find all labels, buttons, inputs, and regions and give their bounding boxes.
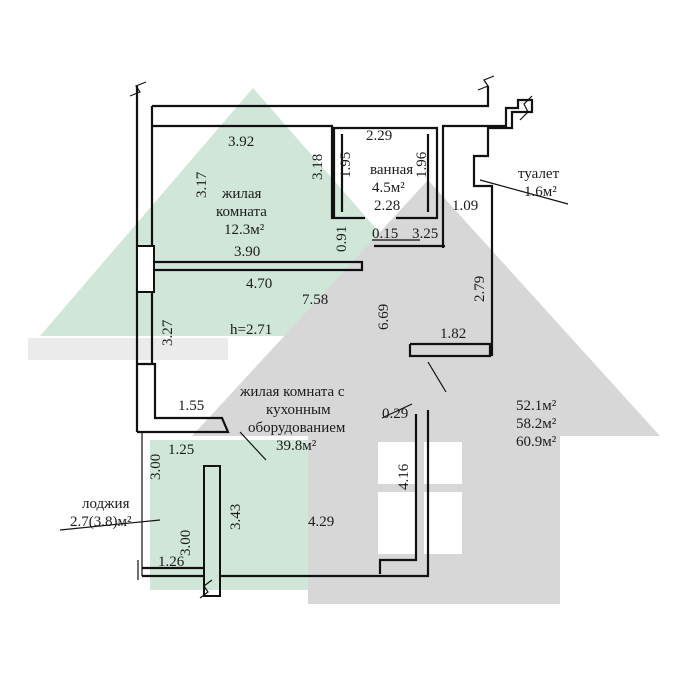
gray-shadow-strip bbox=[28, 338, 228, 360]
dim-1-09: 1.09 bbox=[452, 198, 478, 214]
break-mark-top-left bbox=[129, 81, 147, 97]
leader-living2 bbox=[239, 431, 267, 461]
dim-3-18: 3.18 bbox=[310, 154, 326, 180]
leader-toilet bbox=[479, 179, 569, 205]
dim-1-26: 1.26 bbox=[158, 554, 185, 570]
dim-4-29: 4.29 bbox=[308, 514, 334, 530]
dim-3-27: 3.27 bbox=[160, 319, 176, 346]
dim-4-16: 4.16 bbox=[396, 463, 412, 490]
dim-3-92: 3.92 bbox=[228, 134, 254, 150]
leader-029 bbox=[381, 403, 413, 419]
dim-3-00-lower: 3.00 bbox=[178, 530, 194, 556]
dim-3-43: 3.43 bbox=[228, 504, 244, 530]
labels: 3.92 2.29 3.17 3.18 1.95 1.96 ванная 4.5… bbox=[70, 128, 560, 570]
total-area-3: 60.9м² bbox=[516, 434, 557, 450]
toilet-wall bbox=[441, 98, 534, 356]
bath-wall bbox=[332, 126, 439, 220]
top-interior-wall bbox=[152, 124, 365, 220]
dim-3-90: 3.90 bbox=[234, 244, 260, 260]
dim-2-29: 2.29 bbox=[366, 128, 392, 144]
living2-name-2: кухонным bbox=[266, 402, 331, 418]
right-lower-wall bbox=[220, 410, 430, 578]
leader-kitchen bbox=[427, 361, 447, 393]
dim-1-95: 1.95 bbox=[338, 152, 354, 178]
green-block bbox=[150, 440, 308, 590]
loggia-name: лоджия bbox=[82, 496, 130, 512]
top-exterior-wall bbox=[152, 86, 490, 108]
dim-3-00-upper: 3.00 bbox=[148, 454, 164, 480]
leader-loggia bbox=[59, 519, 161, 531]
living1-area: 12.3м² bbox=[224, 222, 265, 238]
toilet-area: 1.6м² bbox=[524, 184, 557, 200]
living2-name-1: жилая комната с bbox=[239, 384, 345, 400]
living1-name-1: жилая bbox=[221, 186, 262, 202]
bath-name: ванная bbox=[370, 162, 413, 178]
total-area-1: 52.1м² bbox=[516, 398, 557, 414]
ceiling-height: h=2.71 bbox=[230, 322, 272, 338]
living2-area: 39.8м² bbox=[276, 438, 317, 454]
house-window-pane-top-right bbox=[424, 442, 462, 484]
loggia-column bbox=[203, 465, 221, 597]
dim-0-15: 0.15 bbox=[372, 226, 398, 242]
dim-1-55: 1.55 bbox=[178, 398, 204, 414]
partition-wall bbox=[155, 260, 364, 272]
left-wall-window bbox=[136, 245, 155, 293]
dim-3-25: 3.25 bbox=[412, 226, 438, 242]
house-window-pane-bottom-left bbox=[378, 492, 416, 554]
loggia-area: 2.7(3.8)м² bbox=[70, 514, 132, 530]
break-mark-top-right bbox=[477, 75, 495, 91]
bath-area: 4.5м² bbox=[372, 180, 405, 196]
dim-0-91: 0.91 bbox=[334, 226, 350, 252]
living2-name-3: оборудованием bbox=[248, 420, 346, 436]
left-wall-step bbox=[137, 362, 230, 434]
gray-house-roof bbox=[192, 180, 660, 604]
walls bbox=[59, 75, 569, 599]
dim-2-79: 2.79 bbox=[472, 276, 488, 302]
living1-name-2: комната bbox=[216, 204, 267, 220]
dim-6-69: 6.69 bbox=[376, 304, 392, 330]
dim-1-96: 1.96 bbox=[414, 151, 430, 178]
kitchen-partition bbox=[408, 342, 492, 358]
dim-2-28: 2.28 bbox=[374, 198, 400, 214]
right-lower-inner bbox=[378, 414, 418, 574]
dim-1-82: 1.82 bbox=[440, 326, 466, 342]
dim-3-17: 3.17 bbox=[194, 171, 210, 198]
toilet-name: туалет bbox=[518, 166, 560, 182]
dim-4-70: 4.70 bbox=[246, 276, 272, 292]
break-mark-right bbox=[519, 95, 533, 121]
house-window-pane-top-left bbox=[378, 442, 416, 484]
dim-1-25: 1.25 bbox=[168, 442, 194, 458]
break-mark-bottom bbox=[199, 579, 213, 599]
total-area-2: 58.2м² bbox=[516, 416, 557, 432]
dim-0-29: 0.29 bbox=[382, 406, 408, 422]
house-window-pane-bottom-right bbox=[424, 492, 462, 554]
dim-7-58: 7.58 bbox=[302, 292, 328, 308]
